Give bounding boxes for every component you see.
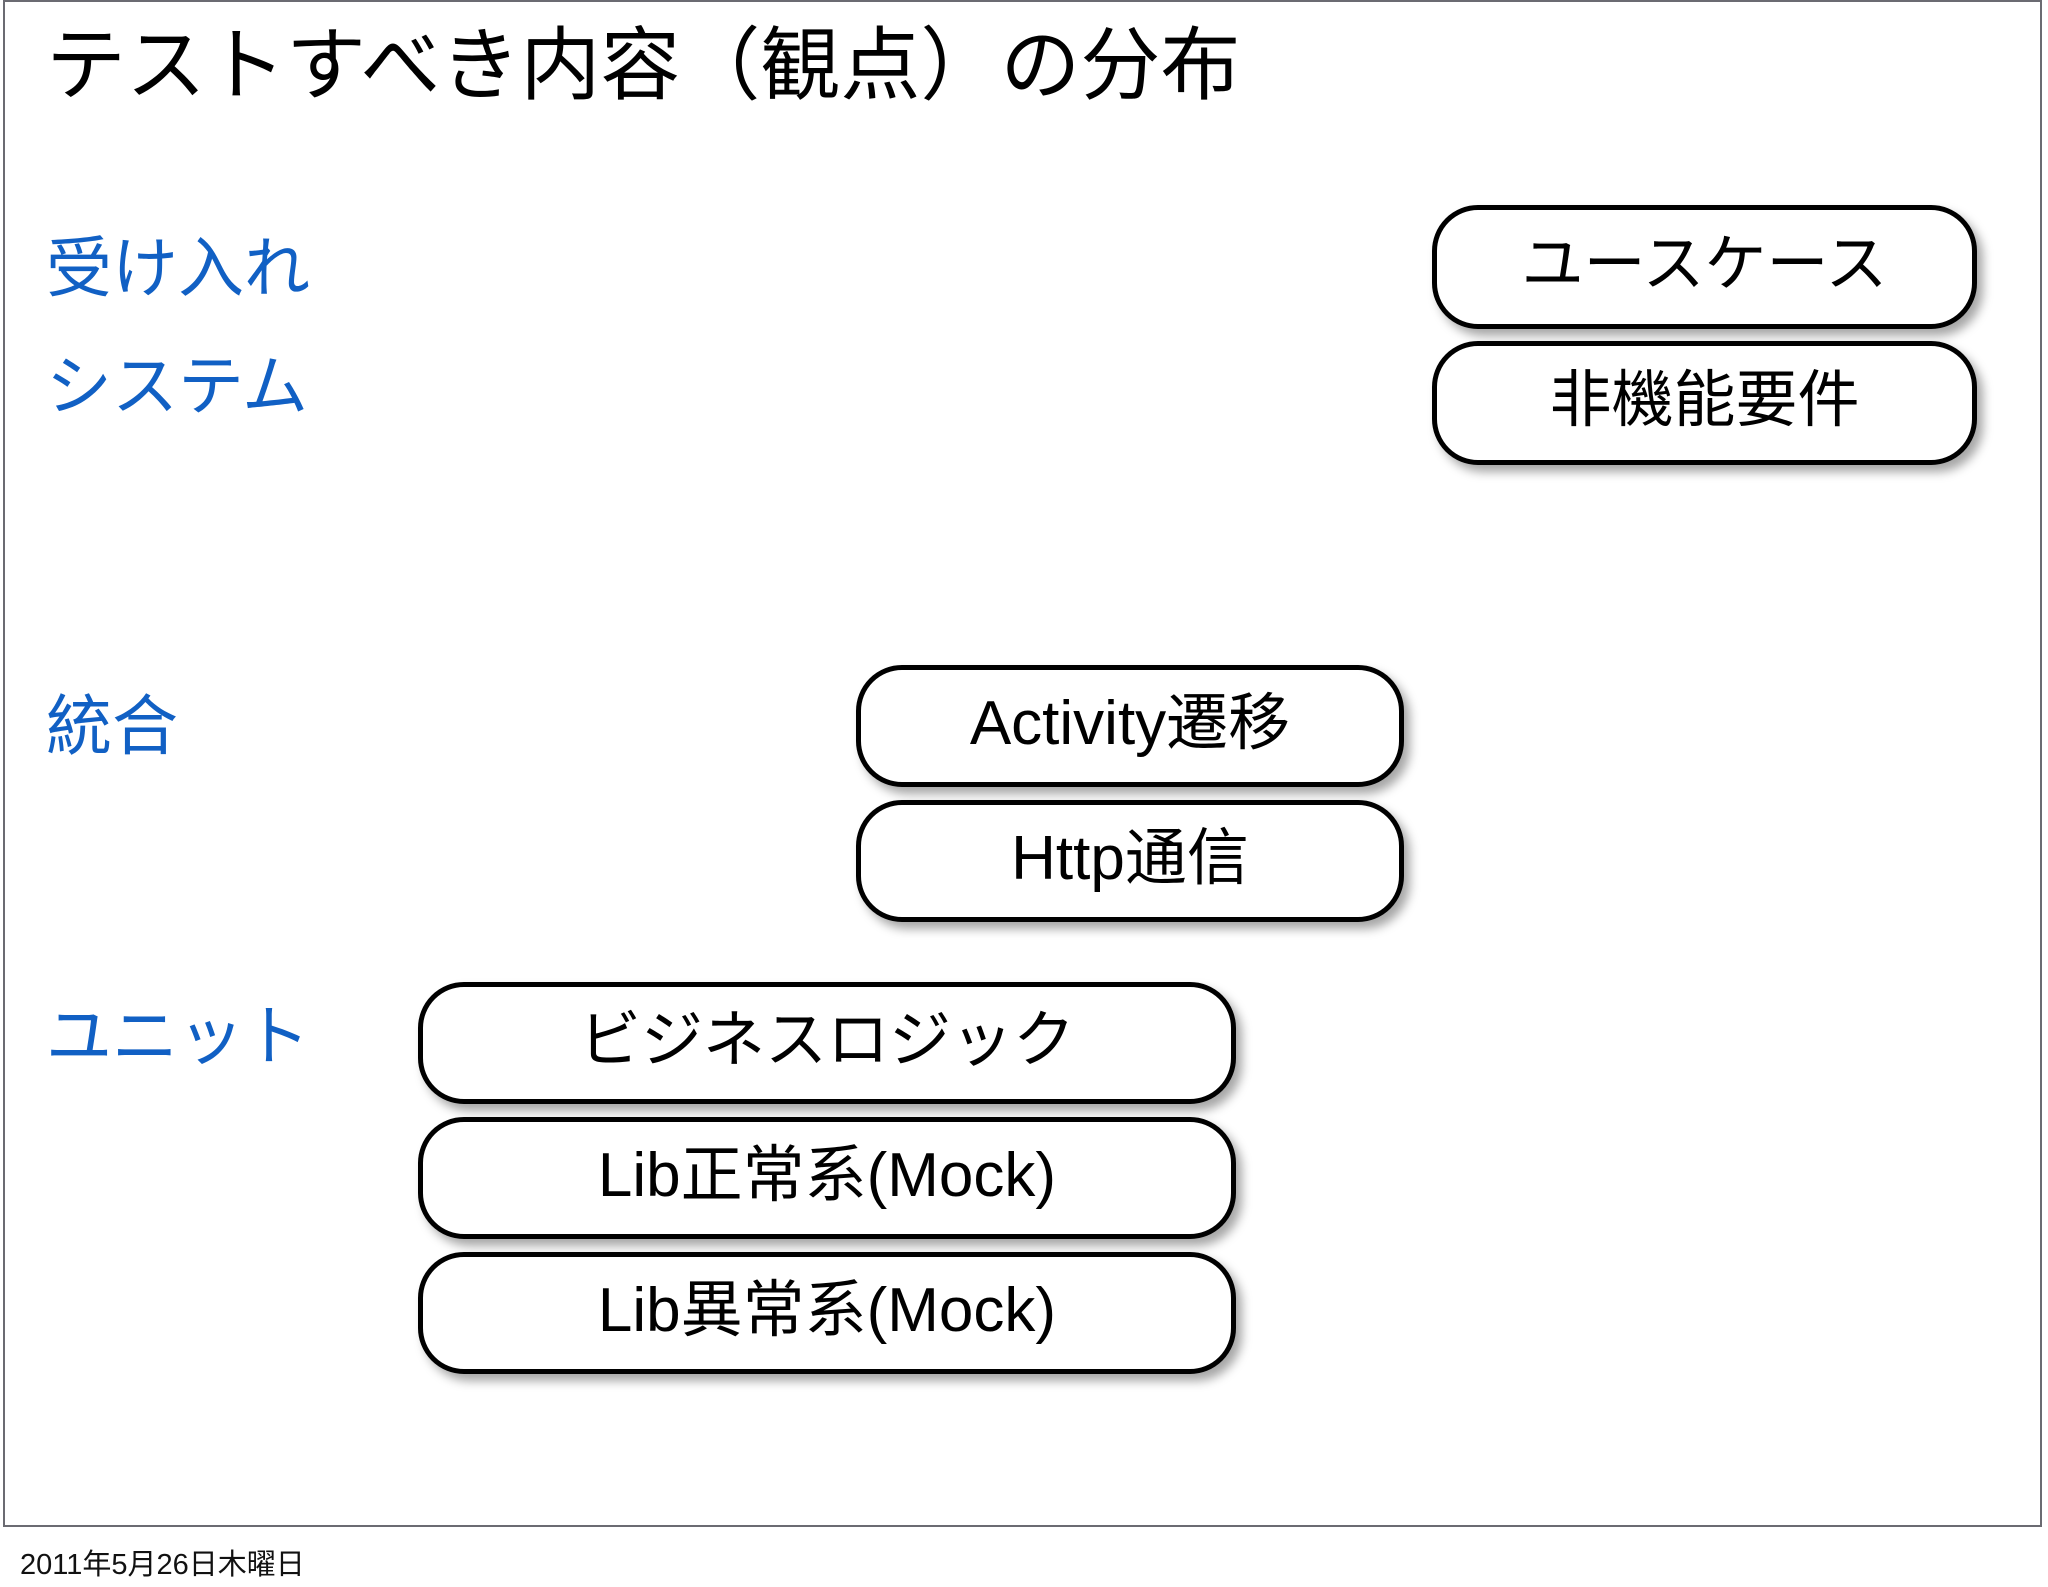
pill-nonfunctional-requirements: 非機能要件: [1432, 341, 1977, 465]
page-title: テストすべき内容（観点）の分布: [46, 21, 1241, 110]
pill-http-communication-label: Http通信: [1011, 824, 1249, 893]
pill-lib-normal-mock: Lib正常系(Mock): [418, 1117, 1236, 1239]
level-label-acceptance: 受け入れ: [46, 231, 310, 305]
pill-usecase: ユースケース: [1432, 205, 1977, 329]
pill-http-communication: Http通信: [856, 800, 1404, 922]
level-label-system: システム: [46, 349, 309, 423]
pill-activity-transition-label: Activity遷移: [969, 689, 1291, 758]
level-label-unit: ユニット: [46, 999, 310, 1073]
pill-business-logic-label: ビジネスロジック: [578, 1006, 1075, 1075]
pill-nonfunctional-requirements-label: 非機能要件: [1549, 366, 1860, 435]
footer-date: 2011年5月26日木曜日: [20, 1549, 305, 1581]
pill-lib-abnormal-mock: Lib異常系(Mock): [418, 1252, 1236, 1374]
pill-lib-abnormal-mock-label: Lib異常系(Mock): [597, 1276, 1057, 1345]
pill-business-logic: ビジネスロジック: [418, 982, 1236, 1104]
pill-lib-normal-mock-label: Lib正常系(Mock): [597, 1141, 1057, 1210]
pill-usecase-label: ユースケース: [1521, 230, 1888, 299]
level-label-integration: 統合: [46, 689, 178, 763]
pill-activity-transition: Activity遷移: [856, 665, 1404, 787]
